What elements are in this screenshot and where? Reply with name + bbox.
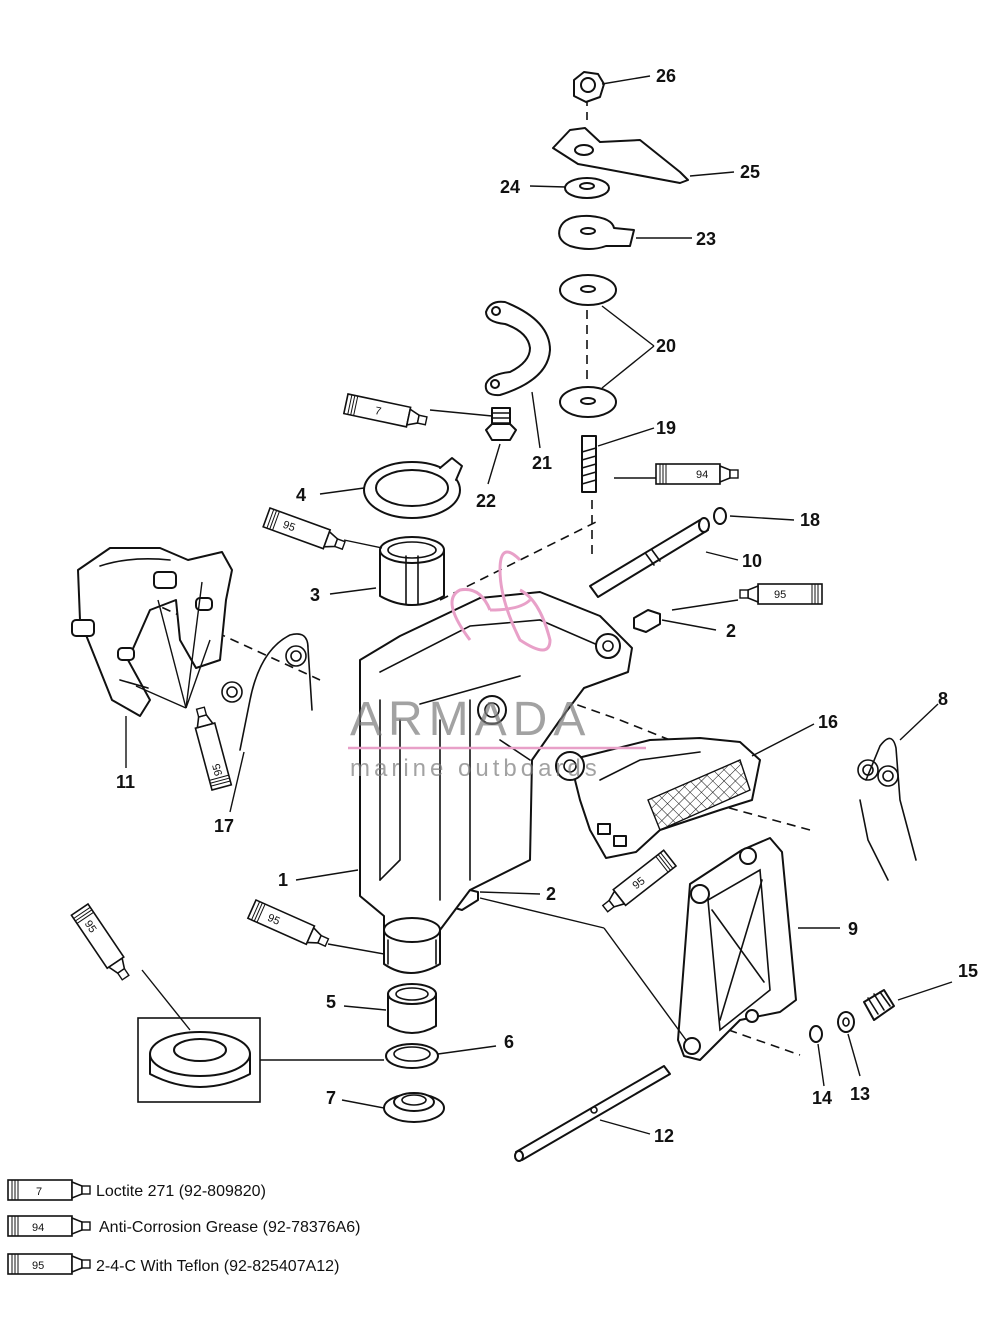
callout-leaders xyxy=(125,75,953,1135)
callout-13: 13 xyxy=(850,1084,870,1104)
part-17-spring xyxy=(221,633,313,751)
callout-9: 9 xyxy=(848,919,858,939)
part-25-lever-plate xyxy=(552,127,689,184)
callout-16: 16 xyxy=(818,712,838,732)
callout-14: 14 xyxy=(812,1088,832,1108)
legend-tube-code: 7 xyxy=(36,1186,42,1198)
tube-code-label: 7 xyxy=(374,405,382,418)
callout-numbers: 26 25 24 23 20 19 21 22 4 3 18 10 2 8 16… xyxy=(116,66,978,1146)
lubricant-tube-95-f: 95 xyxy=(70,903,135,984)
lubricant-tube-7: 7 xyxy=(343,393,430,432)
watermark-logo-mark xyxy=(450,550,552,652)
tube-code-label: 95 xyxy=(82,918,99,935)
part-19-threaded-pin xyxy=(581,435,597,493)
callout-10: 10 xyxy=(742,551,762,571)
callout-21: 21 xyxy=(532,453,552,473)
part-6-seal xyxy=(385,1043,439,1069)
legend-label: Loctite 271 (92-809820) xyxy=(96,1183,266,1200)
callout-24: 24 xyxy=(500,177,520,197)
callout-6: 6 xyxy=(504,1032,514,1052)
callout-7: 7 xyxy=(326,1088,336,1108)
legend-row: 94 Anti-Corrosion Grease (92-78376A6) xyxy=(7,1215,360,1237)
callout-23: 23 xyxy=(696,229,716,249)
part-1-swivel-bracket xyxy=(359,591,633,974)
legend-row: 7 Loctite 271 (92-809820) xyxy=(7,1179,266,1201)
part-8-springs xyxy=(857,737,917,881)
tube-code-label: 95 xyxy=(631,875,648,892)
legend: 7 Loctite 271 (92-809820) 94 Anti-Corros… xyxy=(7,1179,360,1275)
part-10-tube-shaft xyxy=(589,517,710,598)
lubricant-tube-95-b: 95 xyxy=(739,583,823,605)
part-16-tilt-lock-lever xyxy=(555,737,761,859)
callout-19: 19 xyxy=(656,418,676,438)
part-5-bushing xyxy=(387,983,437,1034)
callout-2-lower: 2 xyxy=(546,884,556,904)
callout-3: 3 xyxy=(310,585,320,605)
lubricant-tube-94: 94 xyxy=(655,463,739,485)
lubricant-tube-95-e: 95 xyxy=(247,899,332,953)
callout-26: 26 xyxy=(656,66,676,86)
callout-11: 11 xyxy=(116,772,135,792)
callout-1: 1 xyxy=(278,870,288,890)
callout-2-upper: 2 xyxy=(726,621,736,641)
armada-watermark: ARMADA marine outboards xyxy=(348,550,646,782)
part-24-washer xyxy=(564,177,610,199)
callout-8: 8 xyxy=(938,689,948,709)
lubricant-tube-95-a: 95 xyxy=(262,507,348,556)
legend-tube-code: 94 xyxy=(32,1222,44,1234)
tube-code-label: 95 xyxy=(266,912,282,928)
part-22-screw xyxy=(485,407,517,441)
part-13-washer xyxy=(837,1011,855,1033)
part-4-seal-ring xyxy=(363,457,463,519)
lubricant-tube-95-d: 95 xyxy=(598,849,677,918)
part-9-tilt-support xyxy=(677,837,797,1061)
callout-20: 20 xyxy=(656,336,676,356)
part-23-tab-washer xyxy=(558,214,635,250)
part-21-arc-bracket xyxy=(484,300,551,397)
part-26-nut xyxy=(573,71,605,103)
callout-25: 25 xyxy=(740,162,760,182)
lubricant-tube-95-c: 95 xyxy=(189,704,233,791)
part-18-clip xyxy=(713,507,727,525)
legend-label: Anti-Corrosion Grease (92-78376A6) xyxy=(99,1219,360,1236)
callout-5: 5 xyxy=(326,992,336,1012)
tube-code-label: 95 xyxy=(211,762,226,777)
legend-row: 95 2-4-C With Teflon (92-825407A12) xyxy=(7,1253,339,1275)
callout-15: 15 xyxy=(958,961,978,981)
part-11-clamp-bracket xyxy=(71,547,233,717)
part-20-washers xyxy=(559,274,617,418)
part-14-clip xyxy=(809,1025,823,1043)
callout-17: 17 xyxy=(214,816,234,836)
tube-code-label: 95 xyxy=(281,519,297,534)
tube-code-label: 95 xyxy=(774,589,786,601)
part-15-spring xyxy=(863,989,895,1021)
callout-22: 22 xyxy=(476,491,496,511)
legend-label: 2-4-C With Teflon (92-825407A12) xyxy=(96,1258,339,1275)
seal-detail-box xyxy=(137,1017,384,1103)
watermark-brand: ARMADA xyxy=(350,693,591,746)
part-3-bushing xyxy=(379,536,445,606)
part-7-flange-washer xyxy=(383,1092,445,1123)
callout-18: 18 xyxy=(800,510,820,530)
watermark-tagline: marine outboards xyxy=(350,755,601,782)
part-12-pin xyxy=(514,1065,671,1162)
tube-code-label: 94 xyxy=(696,469,708,481)
callout-12: 12 xyxy=(654,1126,674,1146)
callout-4: 4 xyxy=(296,485,306,505)
legend-tube-code: 95 xyxy=(32,1260,44,1272)
tube-leaders xyxy=(135,409,739,1041)
